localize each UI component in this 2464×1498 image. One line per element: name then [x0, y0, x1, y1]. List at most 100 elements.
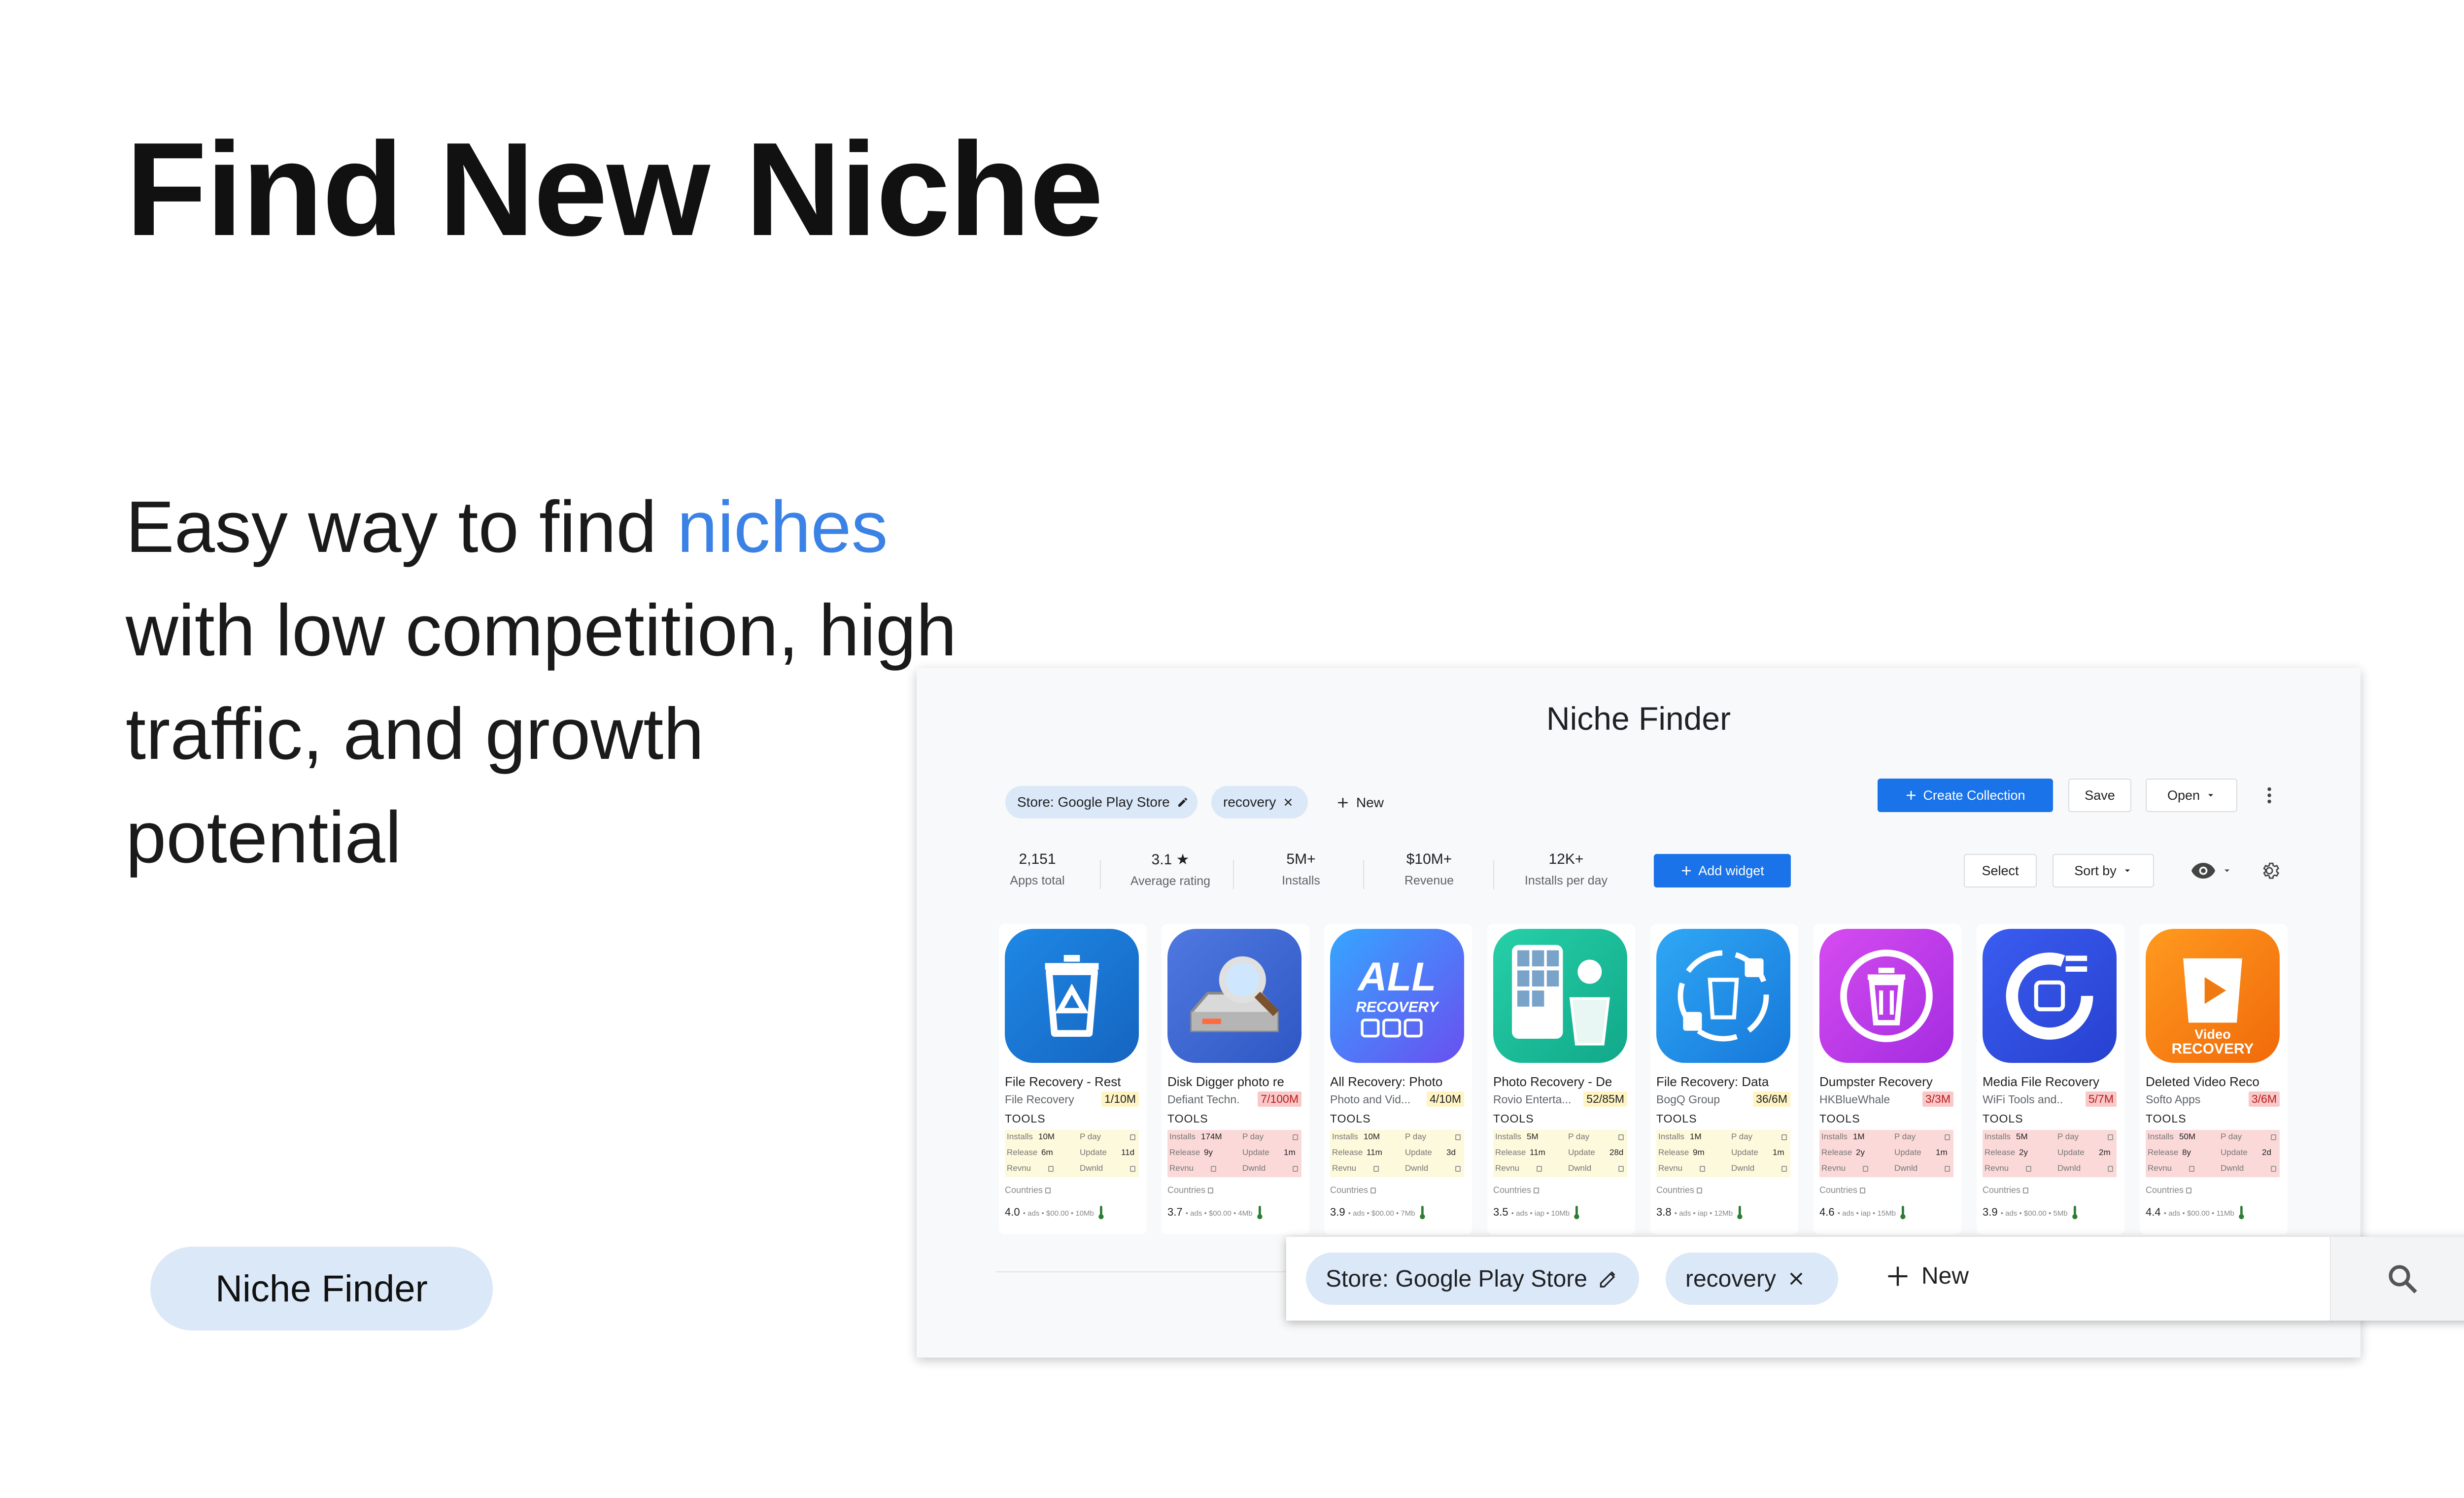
create-collection-button[interactable]: Create Collection: [1878, 779, 2053, 812]
app-ratio-badge: 3/3M: [1922, 1091, 1953, 1107]
app-name[interactable]: File Recovery - Rest: [1005, 1074, 1121, 1089]
app-rating: 3.9: [1330, 1206, 1345, 1218]
stat-revenue: $10M+Revenue: [1370, 851, 1488, 888]
view-toggle-button[interactable]: [2184, 854, 2238, 887]
metric-label: Dwnld: [1405, 1163, 1429, 1173]
magnifier-drive-icon: [1167, 929, 1301, 1063]
plus-icon: [1907, 791, 1916, 800]
lock-icon: [1945, 1163, 1950, 1173]
metric-value: 1m: [1936, 1148, 1948, 1157]
app-metrics-grid: Installs 1M P day Release 2y Update 1m R…: [1819, 1130, 1953, 1177]
niche-finder-chip[interactable]: Niche Finder: [150, 1247, 493, 1330]
app-name[interactable]: Disk Digger photo re: [1167, 1074, 1284, 1089]
metric-label: P day: [1894, 1132, 1916, 1141]
close-icon[interactable]: [1787, 1269, 1806, 1288]
app-ratio-badge: 36/6M: [1753, 1091, 1790, 1107]
close-icon[interactable]: [1283, 797, 1294, 808]
app-name[interactable]: File Recovery: Data: [1656, 1074, 1769, 1089]
metric-label: P day: [1242, 1132, 1264, 1141]
metric-value: 10M: [1364, 1132, 1380, 1141]
open-button[interactable]: Open: [2146, 779, 2237, 812]
app-name[interactable]: Dumpster Recovery: [1819, 1074, 1933, 1089]
app-name[interactable]: All Recovery: Photo: [1330, 1074, 1443, 1089]
app-meta: • ads • $00.00 • 5Mb: [2000, 1209, 2068, 1218]
stat-divider: [1100, 860, 1101, 889]
metric-label: Release: [1332, 1148, 1363, 1157]
select-button[interactable]: Select: [1964, 854, 2037, 887]
search-store-chip[interactable]: Store: Google Play Store: [1306, 1253, 1639, 1305]
app-card[interactable]: Dumpster Recovery HKBlueWhale 3/3M TOOLS…: [1814, 924, 1961, 1234]
app-countries: Countries: [1983, 1185, 2029, 1195]
stat-installs: 5M+Installs: [1242, 851, 1360, 888]
app-card[interactable]: Photo Recovery - De Rovio Enterta... 52/…: [1487, 924, 1635, 1234]
metric-label: Dwnld: [1568, 1163, 1592, 1173]
settings-button[interactable]: [2255, 854, 2284, 887]
save-button[interactable]: Save: [2068, 779, 2131, 812]
metric-label: Installs: [1985, 1132, 2011, 1141]
app-footer: 3.7 • ads • $00.00 • 4Mb: [1167, 1206, 1264, 1220]
app-name[interactable]: Deleted Video Reco: [2146, 1074, 2259, 1089]
app-footer: 4.4 • ads • $00.00 • 11Mb: [2146, 1206, 2245, 1220]
search-query-chip[interactable]: recovery: [1666, 1253, 1838, 1305]
lock-icon: [1293, 1163, 1298, 1173]
metric-value: 1m: [1284, 1148, 1296, 1157]
gear-icon: [2263, 862, 2280, 879]
pencil-icon[interactable]: [1177, 796, 1189, 808]
sort-by-button[interactable]: Sort by: [2053, 854, 2154, 887]
metric-label: Dwnld: [2221, 1163, 2244, 1173]
app-name[interactable]: Media File Recovery: [1983, 1074, 2099, 1089]
search-bar[interactable]: Store: Google Play Store recovery New: [1286, 1237, 2464, 1321]
app-card[interactable]: Media File Recovery WiFi Tools and.. 5/7…: [1977, 924, 2124, 1234]
metric-label: Update: [2221, 1148, 2248, 1157]
svg-text:Video: Video: [2194, 1026, 2231, 1042]
metric-label: Revnu: [1332, 1163, 1357, 1173]
metric-label: Update: [1080, 1148, 1107, 1157]
metric-label: Dwnld: [1242, 1163, 1266, 1173]
app-card[interactable]: Disk Digger photo re Defiant Techn. 7/10…: [1162, 924, 1309, 1234]
metric-label: Revnu: [1821, 1163, 1846, 1173]
metric-value: 11d: [1121, 1148, 1135, 1157]
metric-value: 50M: [2179, 1132, 2196, 1141]
stat-installs-per-day: 12K+Installs per day: [1502, 851, 1630, 888]
app-rating: 4.6: [1819, 1206, 1835, 1218]
search-submit-button[interactable]: [2330, 1237, 2464, 1321]
store-filter-chip[interactable]: Store: Google Play Store: [1005, 786, 1198, 818]
subtitle-text: Easy way to find: [126, 486, 677, 568]
create-collection-label: Create Collection: [1923, 787, 2025, 803]
search-new-button[interactable]: New: [1885, 1262, 1969, 1290]
lock-icon: [2023, 1188, 2029, 1194]
lock-icon: [2026, 1163, 2031, 1173]
new-filter-button[interactable]: New: [1336, 795, 1384, 811]
add-widget-button[interactable]: Add widget: [1654, 854, 1791, 887]
lock-icon: [1781, 1132, 1787, 1142]
metric-label: Installs: [1007, 1132, 1033, 1141]
metric-value: 10M: [1038, 1132, 1055, 1141]
pencil-icon[interactable]: [1598, 1268, 1619, 1290]
app-countries: Countries: [1167, 1185, 1214, 1195]
metric-label: P day: [1080, 1132, 1101, 1141]
app-card[interactable]: File Recovery: Data BogQ Group 36/6M TOO…: [1650, 924, 1798, 1234]
metric-value: 28d: [1609, 1148, 1624, 1157]
plus-icon: [1888, 1266, 1908, 1286]
divider: [995, 1271, 1340, 1272]
metric-label: Installs: [1332, 1132, 1358, 1141]
search-query-chip-label: recovery: [1685, 1265, 1777, 1292]
app-card[interactable]: File Recovery - Rest File Recovery 1/10M…: [999, 924, 1147, 1234]
app-metrics-grid: Installs 5M P day Release 11m Update 28d…: [1493, 1130, 1627, 1177]
query-chip-label: recovery: [1223, 794, 1276, 810]
query-filter-chip[interactable]: recovery: [1211, 786, 1308, 818]
more-menu-button[interactable]: [2257, 779, 2282, 812]
app-name[interactable]: Photo Recovery - De: [1493, 1074, 1612, 1089]
metric-value: 2y: [2019, 1148, 2028, 1157]
open-label: Open: [2167, 787, 2200, 803]
lock-icon: [1130, 1163, 1135, 1173]
app-rating: 4.4: [2146, 1206, 2161, 1218]
svg-text:RECOVERY: RECOVERY: [1356, 999, 1439, 1016]
metric-label: Installs: [1495, 1132, 1521, 1141]
app-developer: HKBlueWhale: [1819, 1093, 1890, 1106]
search-store-chip-label: Store: Google Play Store: [1326, 1265, 1587, 1292]
page-title: Find New Niche: [126, 115, 1103, 264]
